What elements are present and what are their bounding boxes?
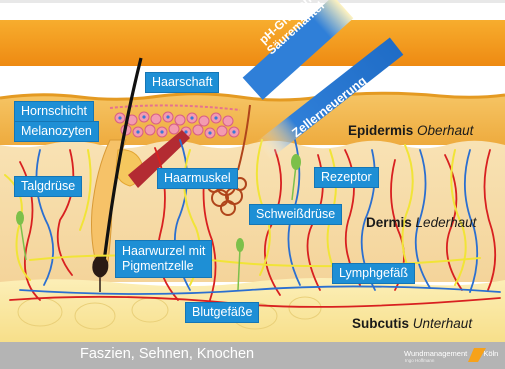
footer-label: Faszien, Sehnen, Knochen [80,346,254,362]
label-rezeptor: Rezeptor [315,168,378,187]
layer-epidermis-name: Epidermis [348,123,413,138]
label-schweissdruese: Schweißdrüse [250,205,341,224]
layer-epidermis: Epidermis Oberhaut [348,123,473,138]
label-haarmuskel: Haarmuskel [158,169,237,188]
logo-subtitle: Ingo Hoffmann [405,358,434,363]
layer-dermis: Dermis Lederhaut [366,215,476,230]
label-lymphgefaess: Lymphgefäß [333,264,414,283]
layer-subcutis: Subcutis Unterhaut [352,316,472,331]
logo-name: Wundmanagement [404,349,467,358]
label-haarschaft: Haarschaft [146,73,218,92]
layer-dermis-german: Lederhaut [416,215,477,230]
label-haarwurzel: Haarwurzel mit Pigmentzelle [116,241,211,277]
label-hornschicht: Hornschicht [15,102,93,121]
label-melanozyten: Melanozyten [15,122,98,141]
logo-text: Wundmanagement Köln [404,349,498,358]
top-rule [0,0,505,3]
label-haarwurzel-line1: Haarwurzel mit [122,244,205,259]
layer-epidermis-german: Oberhaut [417,123,473,138]
label-blutgefaesse: Blutgefäße [186,303,258,322]
logo-city: Köln [483,349,498,358]
label-haarwurzel-line2: Pigmentzelle [122,259,205,274]
orange-band [0,20,505,66]
label-talgdruese: Talgdrüse [15,177,81,196]
layer-subcutis-name: Subcutis [352,316,409,331]
layer-subcutis-german: Unterhaut [413,316,472,331]
layer-dermis-name: Dermis [366,215,412,230]
